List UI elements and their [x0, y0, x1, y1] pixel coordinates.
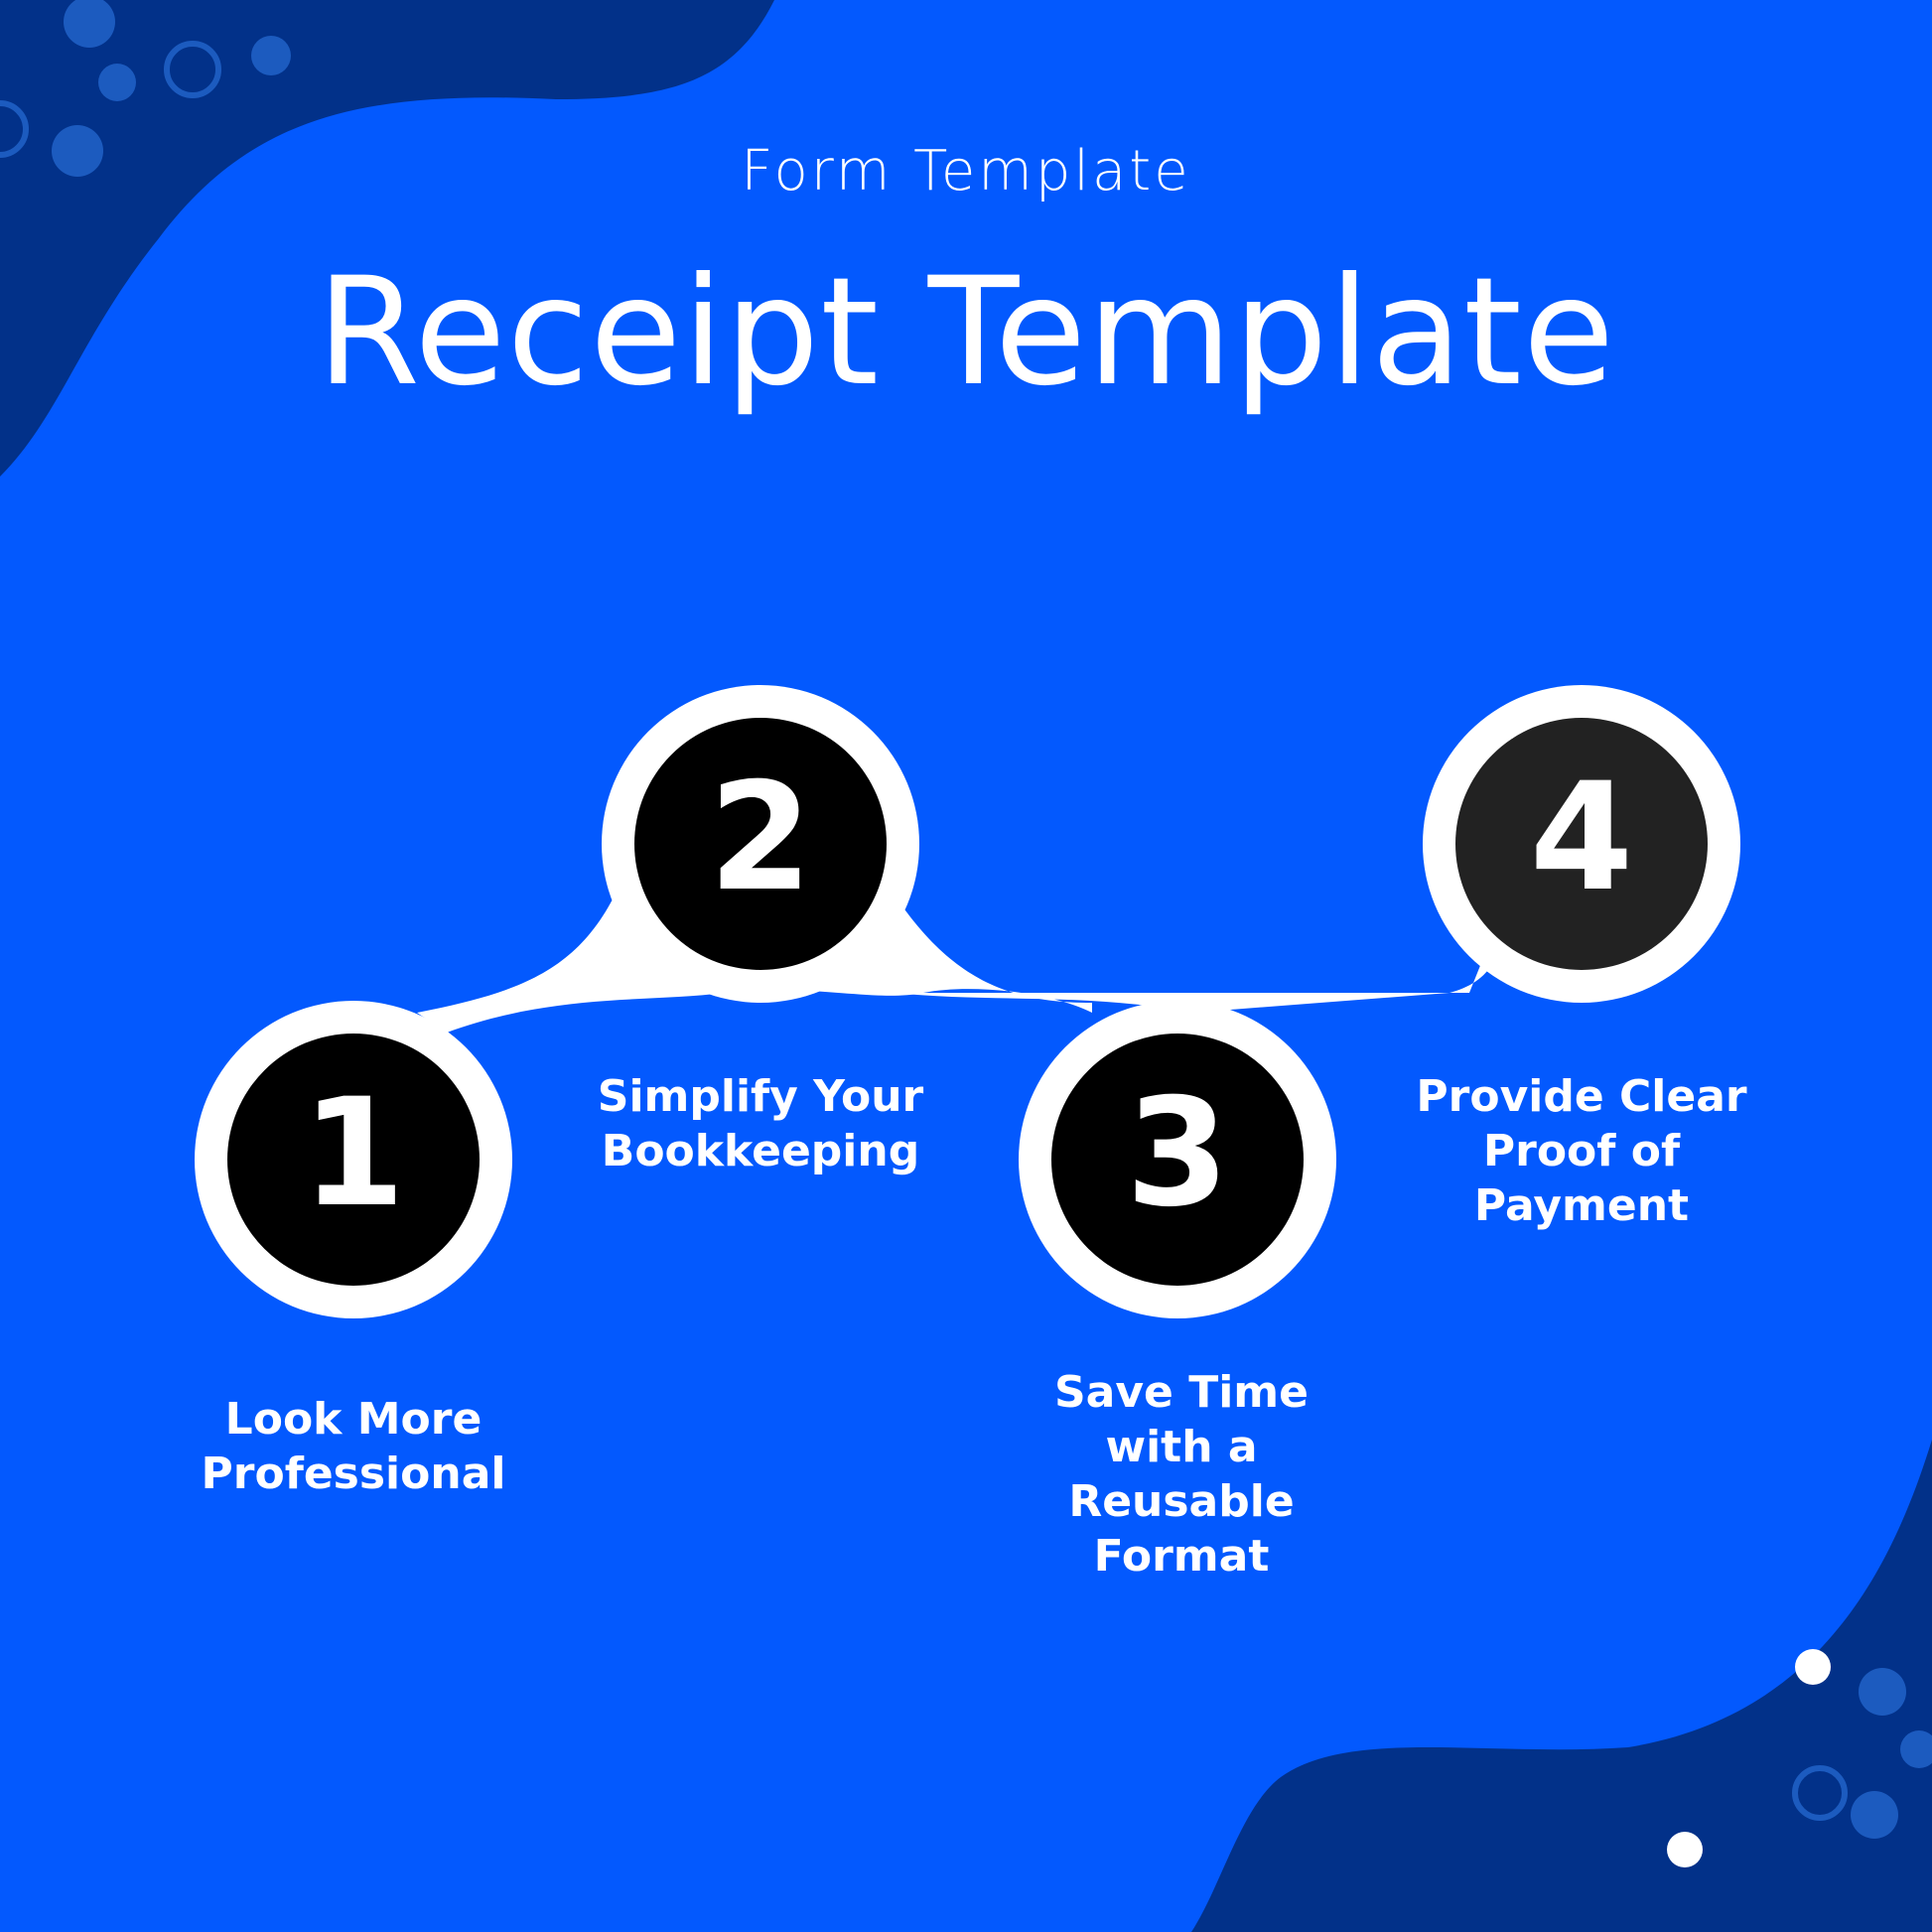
step-3-label: Save Time with a Reusable Format — [1053, 1367, 1309, 1582]
subtitle: Form Template — [741, 139, 1191, 204]
step-4-label: Provide Clear Proof of Payment — [1416, 1071, 1747, 1231]
step-3-number: 3 — [1125, 1067, 1230, 1240]
step-2-label: Simplify Your Bookkeeping — [597, 1071, 924, 1176]
page-title: Receipt Template — [316, 246, 1616, 419]
step-2-number: 2 — [708, 752, 813, 924]
step-1-label: Look More Professional — [201, 1394, 506, 1499]
step-1-number: 1 — [301, 1067, 406, 1240]
step-4-number: 4 — [1529, 752, 1634, 924]
